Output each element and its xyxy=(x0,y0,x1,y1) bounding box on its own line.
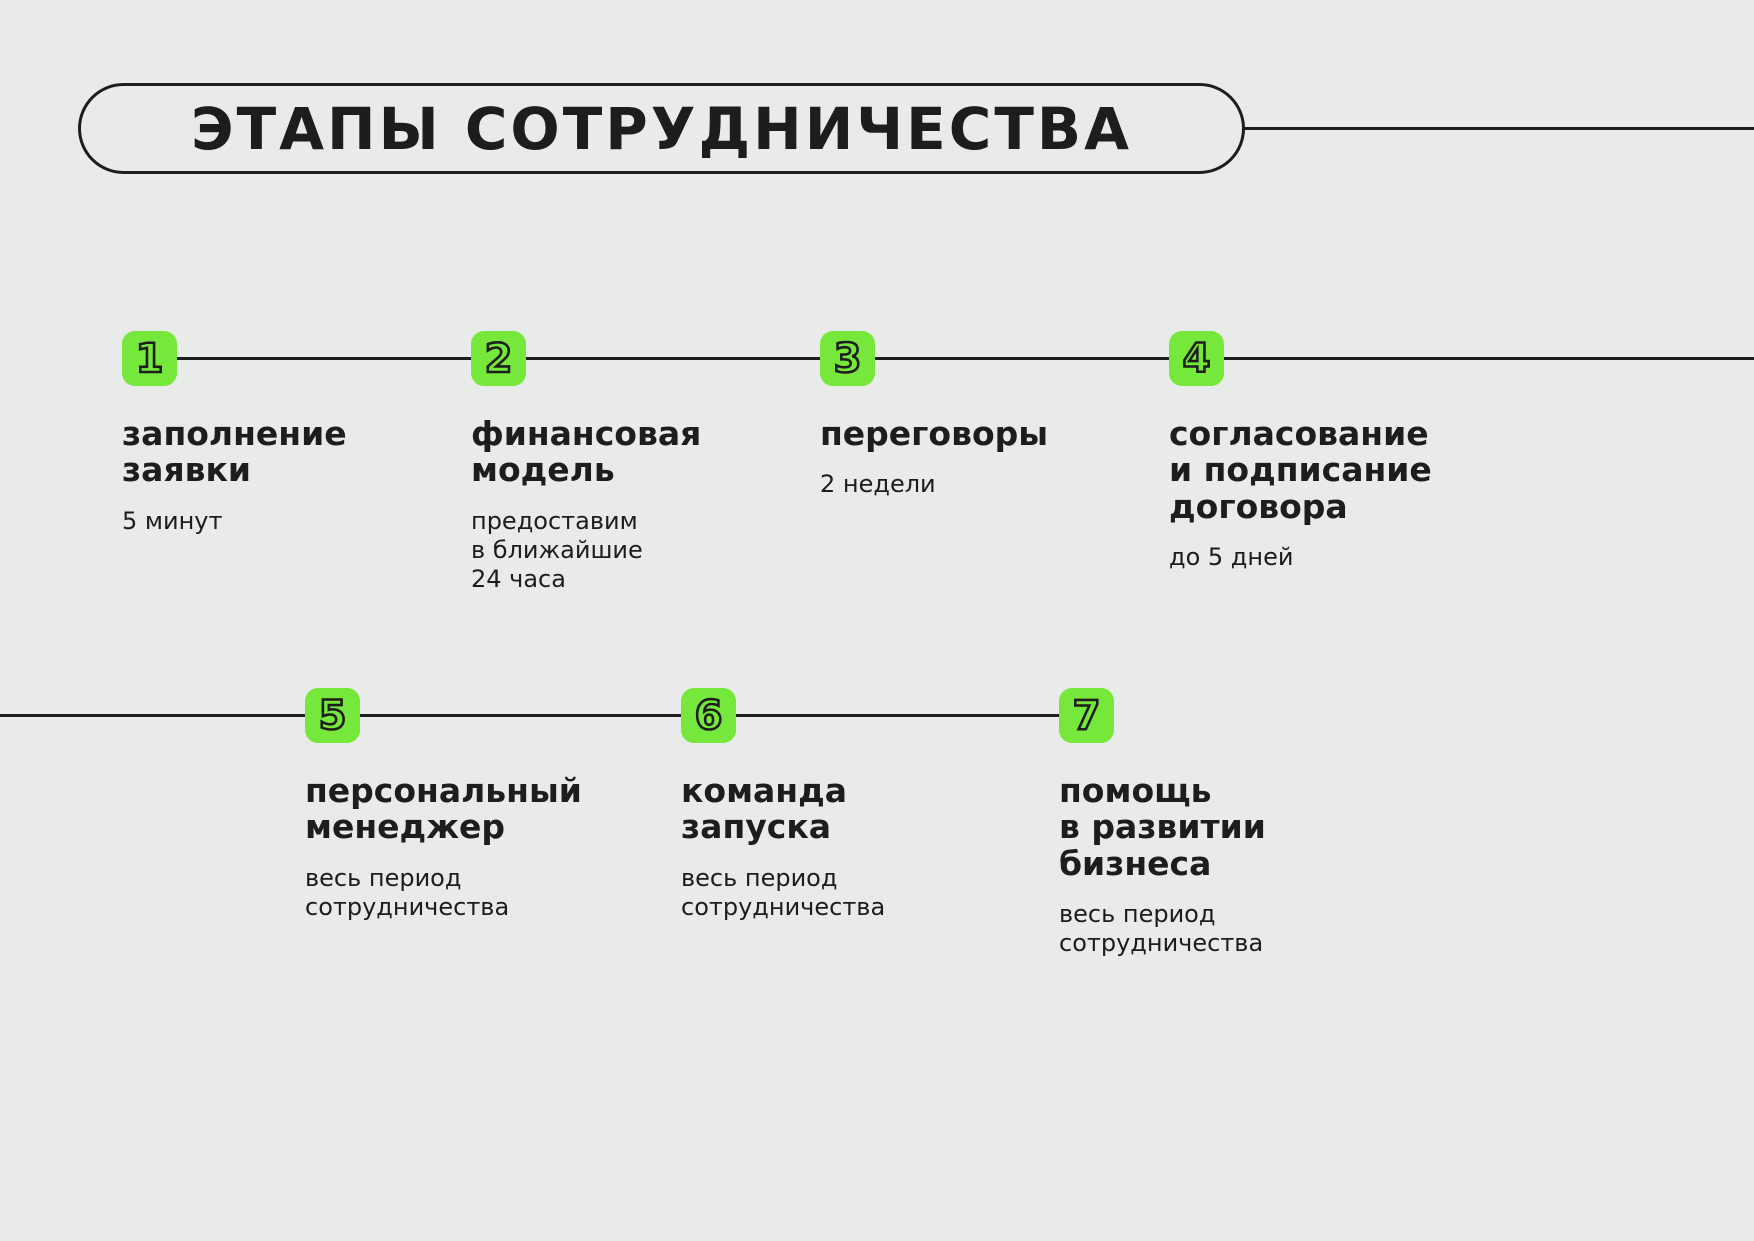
step-2-number: 2 xyxy=(483,335,513,382)
step-3-subtitle: 2 недели xyxy=(820,470,936,499)
step-4-number-badge: 4 xyxy=(1169,331,1224,386)
step-7: 7 помощь в развитии бизнеса весь период … xyxy=(1059,688,1389,958)
step-3: 3 переговоры 2 недели xyxy=(820,331,1150,500)
timeline-row1-line xyxy=(150,357,1754,360)
step-5-subtitle: весь период сотрудничества xyxy=(305,863,510,921)
step-1: 1 заполнение заявки 5 минут xyxy=(122,331,452,536)
step-1-title: заполнение заявки xyxy=(122,414,347,490)
step-3-title: переговоры xyxy=(820,414,1049,453)
step-4: 4 согласование и подписание договора до … xyxy=(1169,331,1499,572)
step-6-number: 6 xyxy=(693,692,723,739)
step-1-number: 1 xyxy=(134,335,164,382)
step-2-title: финансовая модель xyxy=(471,414,702,490)
title-connector-line xyxy=(1245,127,1754,130)
step-4-title: согласование и подписание договора xyxy=(1169,414,1432,526)
step-7-title: помощь в развитии бизнеса xyxy=(1059,771,1266,883)
step-3-number: 3 xyxy=(832,335,862,382)
step-5-number: 5 xyxy=(317,692,347,739)
step-2-subtitle: предоставим в ближайшие 24 часа xyxy=(471,506,643,594)
step-6-number-badge: 6 xyxy=(681,688,736,743)
step-7-number-badge: 7 xyxy=(1059,688,1114,743)
title-pill: ЭТАПЫ СОТРУДНИЧЕСТВА xyxy=(78,83,1245,174)
step-6: 6 команда запуска весь период сотрудниче… xyxy=(681,688,1011,922)
step-5-number-badge: 5 xyxy=(305,688,360,743)
step-5-title: персональный менеджер xyxy=(305,771,582,847)
step-2-number-badge: 2 xyxy=(471,331,526,386)
step-1-number-badge: 1 xyxy=(122,331,177,386)
step-4-number: 4 xyxy=(1181,335,1211,382)
timeline-row2-line xyxy=(0,714,1090,717)
step-7-subtitle: весь период сотрудничества xyxy=(1059,899,1264,958)
step-7-number: 7 xyxy=(1071,692,1101,739)
step-5: 5 персональный менеджер весь период сотр… xyxy=(305,688,635,922)
step-6-title: команда запуска xyxy=(681,771,848,847)
step-1-subtitle: 5 минут xyxy=(122,506,223,535)
step-3-number-badge: 3 xyxy=(820,331,875,386)
page-title: ЭТАПЫ СОТРУДНИЧЕСТВА xyxy=(191,94,1132,163)
step-4-subtitle: до 5 дней xyxy=(1169,542,1294,571)
step-2: 2 финансовая модель предоставим в ближай… xyxy=(471,331,801,594)
step-6-subtitle: весь период сотрудничества xyxy=(681,863,886,921)
